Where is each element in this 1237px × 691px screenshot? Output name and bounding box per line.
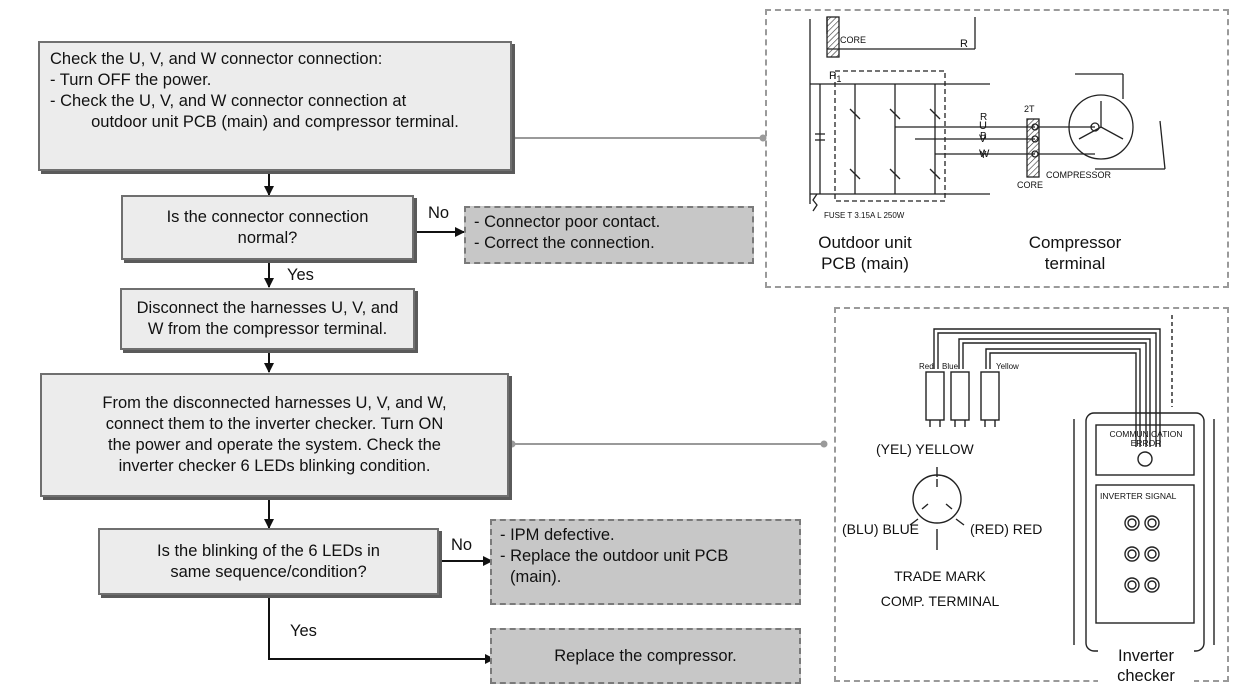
callout-dot: [508, 440, 516, 448]
outcome-replace-compressor: Replace the compressor.: [490, 628, 801, 684]
no-label: No: [451, 536, 473, 554]
decision-text: same sequence/condition?: [170, 562, 367, 581]
inverter-checker-drawing: [909, 315, 1215, 652]
core-label: CORE: [840, 35, 867, 45]
v-label: V: [979, 133, 987, 145]
p-label: P1: [829, 70, 841, 84]
wire-y-label: Y: [980, 150, 987, 161]
circuit-schematic: [809, 16, 1166, 204]
circuit-diagram-panel: [765, 9, 1229, 288]
outcome-text: - Connector poor contact.: [474, 213, 661, 231]
step-check-connector: Check the U, V, and W connector connecti…: [38, 41, 512, 171]
caption-text: terminal: [1044, 254, 1106, 273]
caption-text: Outdoor unit: [818, 233, 912, 252]
step-text: connect them to the inverter checker. Tu…: [105, 415, 444, 433]
yellow-connector-label: Yellow: [996, 362, 1019, 371]
outcome-text: - IPM defective.: [500, 526, 615, 544]
outcome-text: - Correct the connection.: [474, 234, 655, 252]
outcome-text: - Replace the outdoor unit PCB: [500, 547, 729, 565]
outcome-text: Replace the compressor.: [554, 646, 737, 665]
comm-error-text: COMMUNICATION: [1109, 429, 1183, 439]
decision-text: Is the blinking of the 6 LEDs in: [157, 541, 380, 560]
step-text: inverter checker 6 LEDs blinking conditi…: [118, 457, 431, 475]
red-connector-label: Red: [919, 362, 934, 371]
r-label: R: [960, 38, 968, 50]
inverter-checker-panel: [834, 307, 1229, 682]
caption-text: Compressor: [1028, 233, 1122, 252]
compressor-motor: [1068, 94, 1134, 160]
decision-connector-normal: Is the connector connection normal?: [121, 195, 414, 260]
callout-dot: [820, 440, 828, 448]
step-text: - Turn OFF the power.: [50, 71, 212, 89]
step-text: - Check the U, V, and W connector connec…: [50, 92, 407, 110]
trade-mark-text: TRADE MARK: [894, 568, 986, 584]
step-text: From the disconnected harnesses U, V, an…: [102, 394, 447, 412]
yes-label: Yes: [290, 622, 317, 640]
comm-error-text: ERROR: [1130, 438, 1162, 448]
step-disconnect-harnesses: Disconnect the harnesses U, V, and W fro…: [120, 288, 415, 350]
callout-dot: [759, 134, 767, 142]
trade-mark-label: TRADE MARK COMP. TERMINAL: [880, 564, 1000, 614]
outcome-ipm-defective: - IPM defective. - Replace the outdoor u…: [490, 519, 801, 605]
u-label: U: [979, 120, 987, 132]
p-letter: P: [829, 70, 837, 82]
step-text: Check the U, V, and W connector connecti…: [50, 50, 383, 68]
caption-text: Inverter: [1118, 647, 1174, 665]
w-label: W: [979, 148, 990, 160]
caption-inverter-checker: Inverter checker: [1098, 646, 1194, 686]
caption-text: PCB (main): [821, 254, 909, 273]
wire-b-label: B: [980, 131, 987, 142]
decision-text: normal?: [237, 228, 298, 247]
outcome-poor-contact: - Connector poor contact. - Correct the …: [464, 206, 754, 264]
blue-connector-label: Blue: [942, 362, 959, 371]
p-subscript: 1: [836, 74, 842, 85]
wire-r-label: R: [980, 112, 988, 123]
yel-label: (YEL) YELLOW: [876, 441, 974, 457]
caption-pcb: Outdoor unit PCB (main): [810, 232, 920, 274]
step-connect-checker: From the disconnected harnesses U, V, an…: [40, 373, 509, 497]
circuit-detail: [812, 94, 1134, 212]
caption-text: checker: [1117, 667, 1175, 685]
step-text: W from the compressor terminal.: [147, 320, 388, 338]
compressor-label: COMPRESSOR: [1046, 170, 1112, 180]
blu-label: (BLU) BLUE: [842, 521, 920, 537]
trade-mark-text: COMP. TERMINAL: [880, 593, 1000, 609]
fuse-label: FUSE T 3.15A L 250W: [824, 211, 905, 220]
red-label: (RED) RED: [970, 521, 1043, 537]
caption-compressor: Compressor terminal: [1015, 232, 1135, 274]
decision-leds-blinking: Is the blinking of the 6 LEDs in same se…: [98, 528, 439, 595]
core2-label: CORE: [1017, 180, 1044, 190]
arrow-decision2-yes: [268, 595, 495, 664]
comm-error-label: COMMUNICATION ERROR: [1098, 430, 1194, 448]
step-text: the power and operate the system. Check …: [108, 436, 441, 454]
decision-text: Is the connector connection: [166, 207, 369, 226]
yes-label: Yes: [287, 266, 314, 284]
no-label: No: [428, 204, 450, 222]
step-text: Disconnect the harnesses U, V, and: [136, 299, 399, 317]
inverter-signal-label: INVERTER SIGNAL: [1100, 491, 1177, 501]
step-text: outdoor unit PCB (main) and compressor t…: [91, 113, 459, 131]
2t-label: 2T: [1024, 104, 1035, 114]
outcome-text: (main).: [510, 568, 562, 586]
